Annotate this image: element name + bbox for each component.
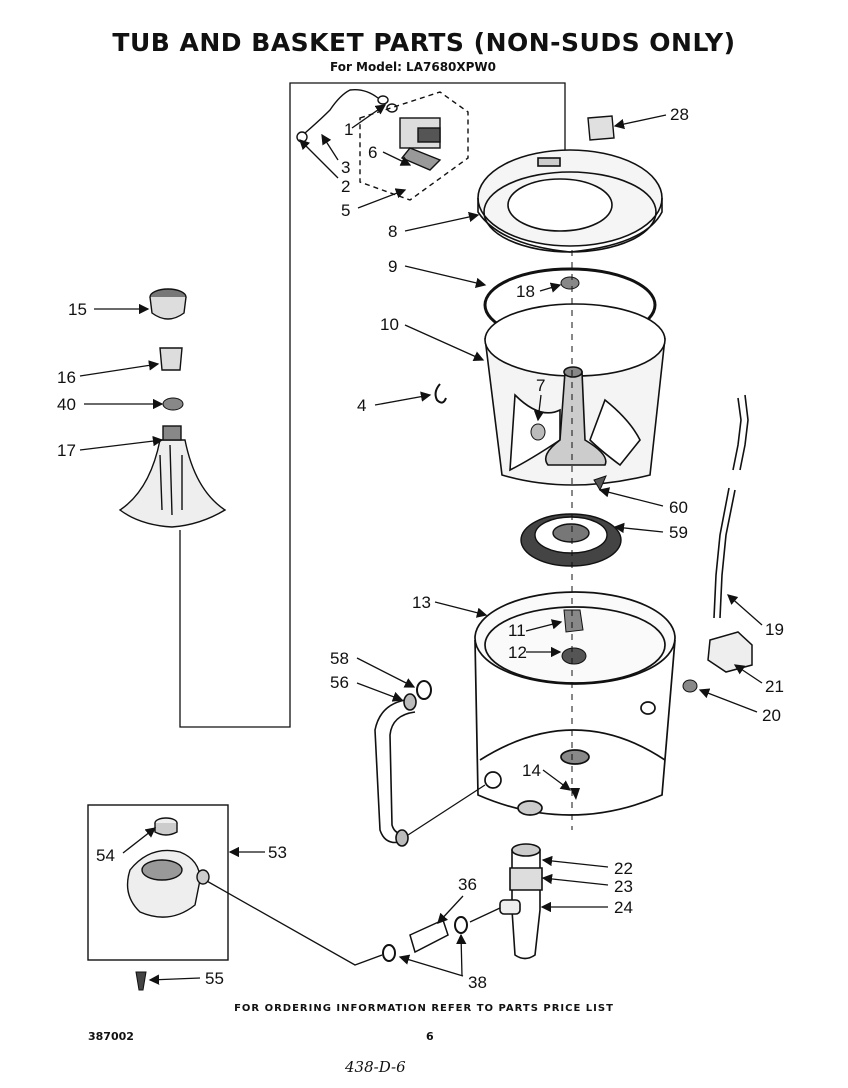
part-54-cap [154,817,178,836]
part-12-bearing [561,647,587,665]
part-18-nut [560,276,580,290]
part-7-screw [530,423,546,441]
part-58-clamp [416,680,432,700]
leader-arrows [79,104,763,985]
part-53-pump-box [87,804,229,961]
callout-4: 4 [357,396,366,415]
handwritten-code: 438-D-6 [345,1058,406,1076]
callout-58: 58 [330,649,349,668]
callout-56: 56 [330,673,349,692]
part-13-outer-tub [474,591,676,816]
part-11-seal [563,609,584,633]
part-8-tub-ring [477,149,663,253]
connector-line [179,82,566,728]
part-10-basket [484,303,666,486]
part-28-cover [587,115,615,141]
part-21-fitting [707,631,753,673]
part-19-hose [713,394,749,619]
callout-2: 2 [341,177,350,196]
part-20-grommet [682,679,698,693]
callout-3: 3 [341,158,350,177]
callout-8: 8 [388,222,397,241]
callout-12: 12 [508,643,527,662]
part-38-clamp-b [454,916,468,934]
callout-5: 5 [341,201,350,220]
callout-20: 20 [762,706,781,725]
model-subtitle: For Model: LA7680XPW0 [330,60,497,74]
callout-60: 60 [669,498,688,517]
callout-14: 14 [522,761,541,780]
part-17-agitator [118,425,227,528]
hose-to-tub-line [407,784,486,836]
callout-15: 15 [68,300,87,319]
part-56-hose [374,693,417,847]
callout-7: 7 [536,376,545,395]
part-60-screw [593,475,607,492]
callout-16: 16 [57,368,76,387]
callout-40: 40 [57,395,76,414]
document-number: 387002 [88,1030,134,1043]
callout-24: 24 [614,898,633,917]
callout-labels: 1 2 3 4 5 6 7 8 9 10 11 12 13 14 15 16 1… [57,105,784,992]
callout-11: 11 [508,621,526,640]
part-16-cam [159,347,183,371]
callout-38: 38 [468,973,487,992]
callout-54: 54 [96,846,115,865]
pressure-switch-assembly [296,88,469,201]
callout-13: 13 [412,593,431,612]
callout-21: 21 [765,677,784,696]
callout-19: 19 [765,620,784,639]
callout-55: 55 [205,969,224,988]
callout-36: 36 [458,875,477,894]
part-38-clamp-a [382,944,396,962]
part-53-pump [126,849,210,918]
callout-22: 22 [614,859,633,878]
part-40-washer [162,397,184,411]
part-15-cap [149,288,187,320]
callout-10: 10 [380,315,399,334]
callout-17: 17 [57,441,76,460]
part-4-clip [434,383,447,404]
diagram-title: TUB AND BASKET PARTS (NON-SUDS ONLY) [112,28,736,57]
callout-9: 9 [388,257,397,276]
part-55-screw [135,971,147,991]
page-number: 6 [426,1030,434,1043]
part-59-gear [520,513,622,567]
callout-53: 53 [268,843,287,862]
callout-1: 1 [344,120,353,139]
callout-18: 18 [516,282,535,301]
part-36-hose [409,918,449,954]
pump-hose-line [204,879,501,966]
part-22-24-drain-tube [499,843,543,960]
callout-28: 28 [670,105,689,124]
callout-59: 59 [669,523,688,542]
callout-23: 23 [614,877,633,896]
callout-6: 6 [368,143,377,162]
ordering-note: FOR ORDERING INFORMATION REFER TO PARTS … [234,1003,614,1014]
